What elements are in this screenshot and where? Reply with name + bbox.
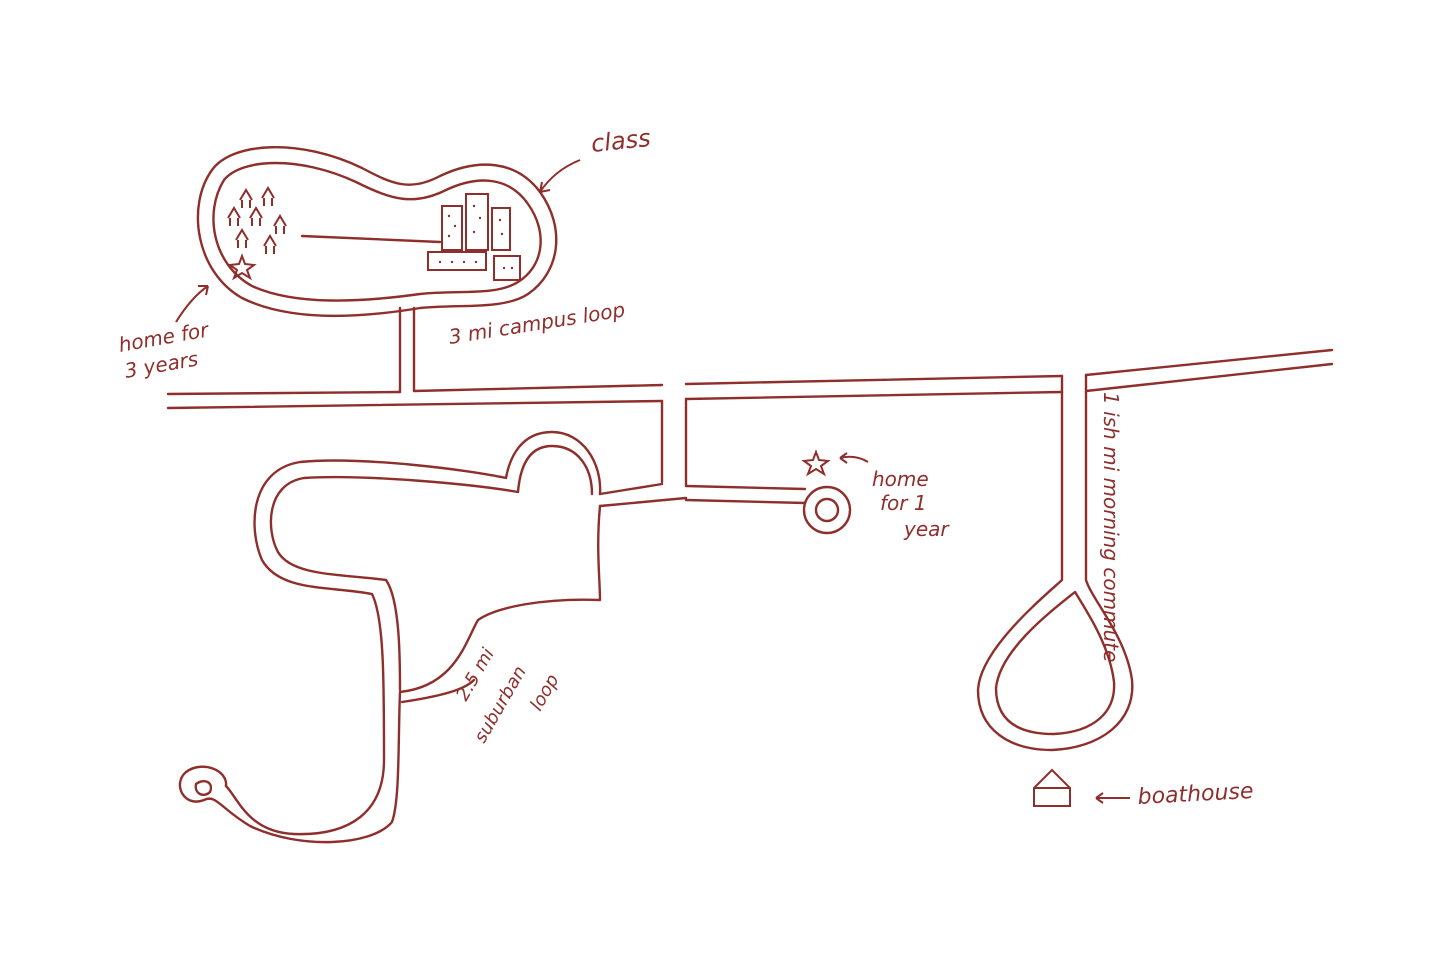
campus-walkway: [300, 234, 442, 244]
campus-loop-road: [196, 146, 558, 318]
home-road: [598, 482, 852, 535]
central-connector: [660, 397, 688, 488]
star-icon: [801, 449, 831, 477]
home-1-label-line2: for 1: [880, 491, 927, 515]
building-icon: [427, 193, 521, 281]
arrow-icon: [839, 452, 869, 464]
boathouse-label: boathouse: [1137, 779, 1254, 810]
main-road: [166, 348, 1334, 410]
home-1-label-line3: year: [903, 517, 950, 541]
commute-label: 1 ish mi morning commute: [1099, 392, 1123, 662]
home-1-label-line1: home: [872, 467, 929, 491]
campus-connector: [398, 306, 416, 394]
suburban-loop-road: [178, 430, 602, 844]
house-icon: [1033, 768, 1071, 807]
star-icon: [227, 253, 257, 281]
suburban-loop-label-line3: loop: [526, 671, 563, 715]
class-label: class: [590, 124, 652, 158]
dorm-icon: [227, 186, 287, 254]
arrow-icon: [175, 285, 209, 323]
commute-road: [976, 373, 1134, 752]
arrow-icon: [1095, 792, 1130, 804]
arrow-icon: [539, 159, 581, 193]
